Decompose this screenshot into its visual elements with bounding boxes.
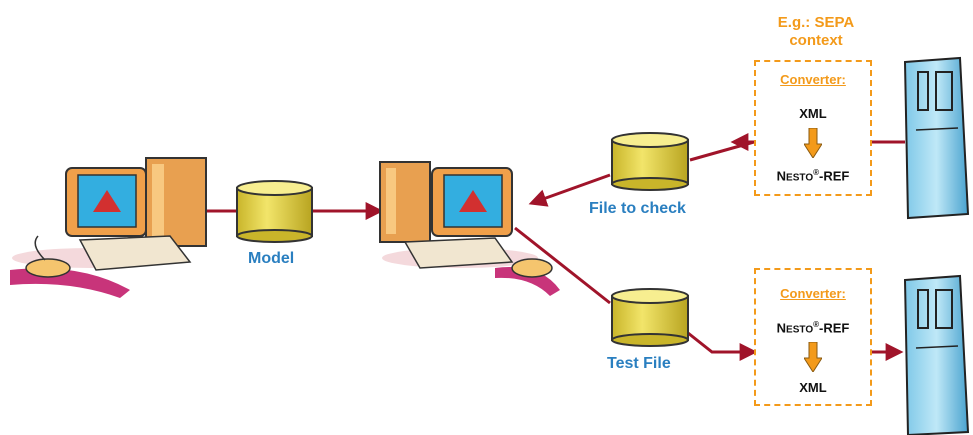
file-to-check-cylinder-icon <box>611 132 689 191</box>
test-file-label: Test File <box>607 355 671 372</box>
computer-icon-left <box>10 157 207 298</box>
computer-icon-middle <box>379 161 560 296</box>
converter-from: NESTO®-REF <box>776 320 850 336</box>
context-line-1: E.g.: SEPA <box>777 14 855 31</box>
converter-to: XML <box>799 380 827 395</box>
server-icon-top <box>903 56 970 220</box>
server-icon-bottom <box>903 274 970 435</box>
context-line-2: context <box>789 32 843 49</box>
model-cylinder-icon <box>236 180 313 243</box>
down-arrow-icon <box>804 128 822 158</box>
converter-from: XML <box>799 106 827 121</box>
test-file-cylinder-icon <box>611 288 689 347</box>
file-to-check-label: File to check <box>589 200 686 217</box>
converter-title: Converter: <box>780 286 846 301</box>
converter-box-bottom: Converter: NESTO®-REF XML <box>754 268 872 406</box>
converter-box-top: Converter: XML NESTO®-REF <box>754 60 872 196</box>
context-caption: E.g.: SEPA context <box>760 14 872 50</box>
model-label: Model <box>248 250 295 267</box>
down-arrow-icon <box>804 342 822 372</box>
converter-to: NESTO®-REF <box>776 168 850 184</box>
converter-title: Converter: <box>780 72 846 87</box>
connector-lines <box>205 133 905 361</box>
